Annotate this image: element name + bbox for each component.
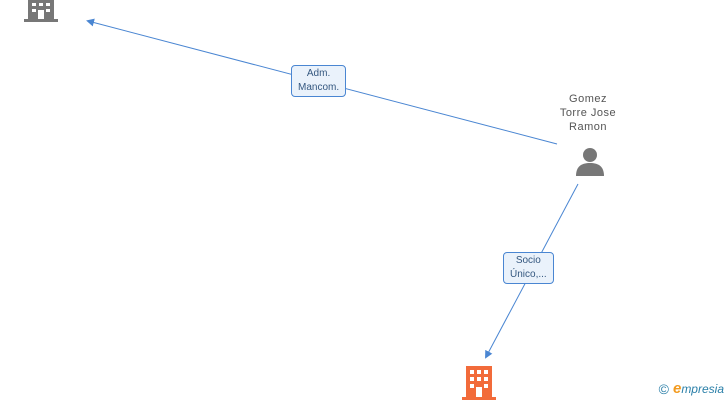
company-top-building-icon[interactable] (24, 0, 58, 22)
edge-label-line: Socio (515, 255, 541, 266)
person-name[interactable]: Gomez Torre Jose Ramon (538, 92, 638, 134)
company-bottom-building-icon[interactable] (462, 366, 496, 400)
edge-label-line: Adm. (306, 68, 331, 79)
edge-label-line: Único,... (510, 269, 547, 280)
brand-name: mpresia (681, 381, 724, 396)
person-icon[interactable] (575, 146, 605, 176)
person-name-line: Gomez (569, 93, 607, 105)
person-name-line: Torre Jose (559, 107, 617, 119)
edge-label-socio-unico[interactable]: Socio Único,... (503, 252, 554, 284)
edge-label-line: Mancom. (298, 82, 340, 93)
edge-label-adm-mancom[interactable]: Adm. Mancom. (291, 65, 347, 97)
copyright-symbol: © (658, 380, 669, 397)
person-name-line: Ramon (569, 121, 607, 133)
brand-initial: e (672, 380, 682, 397)
